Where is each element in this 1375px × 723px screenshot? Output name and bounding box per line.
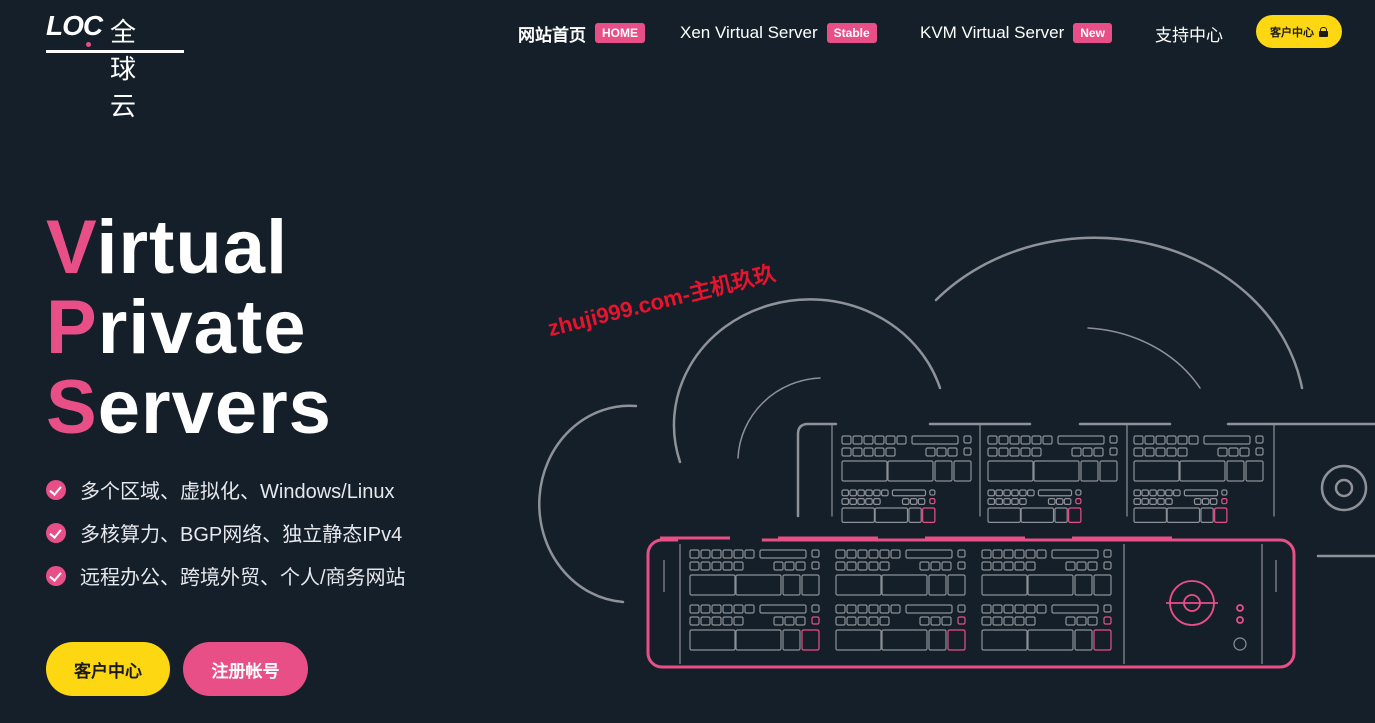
logo-dot [86,42,91,47]
feature-item: 多核算力、BGP网络、独立静态IPv4 [46,511,406,554]
hero-title: Virtual Private Servers [46,208,332,448]
nav-item-label: Xen Virtual Server [680,23,818,42]
nav-item-home[interactable]: 网站首页 HOME [518,18,645,48]
hero-line-private: Private [46,288,332,368]
feature-text: 多核算力、BGP网络、独立静态IPv4 [80,524,403,546]
logo-cn: 全球云 [110,18,137,122]
server-back-left-edge [796,422,838,518]
nav-badge-stable: Stable [826,23,877,43]
cloud-arc-left [538,404,638,604]
cloud-arc-right [934,236,1304,390]
feature-list: 多个区域、虚拟化、Windows/Linux 多核算力、BGP网络、独立静态IP… [46,468,406,597]
server-front-bays [689,549,1112,651]
hero-rest: rivate [97,285,307,370]
cloud-server-illustration [538,236,1375,669]
server-front-case [646,538,1296,669]
hero-initial: P [46,285,98,370]
logo-underline [46,50,184,53]
hero-rest: ervers [97,365,332,450]
client-center-button[interactable]: 客户中心 [1256,15,1342,48]
nav-item-label: KVM Virtual Server [920,23,1065,42]
server-front-dial [1166,580,1244,626]
hero-initial: V [46,205,97,290]
check-icon [46,522,66,543]
hero-line-servers: Servers [46,368,332,448]
cloud-arc-mid [672,298,942,464]
hero-line-virtual: Virtual [46,208,332,288]
server-back-dividers [831,423,1275,517]
server-back-dial [1320,464,1368,512]
feature-item: 远程办公、跨境外贸、个人/商务网站 [46,554,406,597]
server-back-dial-inner [1334,478,1354,498]
nav-item-xen[interactable]: Xen Virtual Server Stable [680,18,877,48]
nav-badge-new: New [1073,23,1112,43]
logo-brand: LOC [46,10,103,41]
lock-icon [1319,26,1328,37]
server-back-bays [841,435,1264,523]
check-icon [46,565,66,586]
main-nav: 网站首页 HOME Xen Virtual Server Stable KVM … [0,18,1375,48]
nav-item-kvm[interactable]: KVM Virtual Server New [920,18,1112,48]
cloud-arc-right-inner [1087,327,1201,389]
hero-initial: S [46,365,98,450]
hero-rest: irtual [96,205,289,290]
client-center-label: 客户中心 [1270,26,1314,39]
feature-text: 远程办公、跨境外贸、个人/商务网站 [80,567,406,589]
cloud-arc-mid-inner [737,377,821,459]
feature-item: 多个区域、虚拟化、Windows/Linux [46,468,406,511]
client-center-cta-button[interactable]: 客户中心 [46,642,170,696]
nav-badge-home: HOME [595,23,645,43]
nav-item-label: 网站首页 [518,25,586,45]
register-button[interactable]: 注册帐号 [183,642,308,696]
feature-text: 多个区域、虚拟化、Windows/Linux [80,481,395,503]
check-icon [46,479,66,500]
nav-item-support[interactable]: 支持中心 [1155,18,1223,48]
nav-item-label: 支持中心 [1155,25,1223,45]
